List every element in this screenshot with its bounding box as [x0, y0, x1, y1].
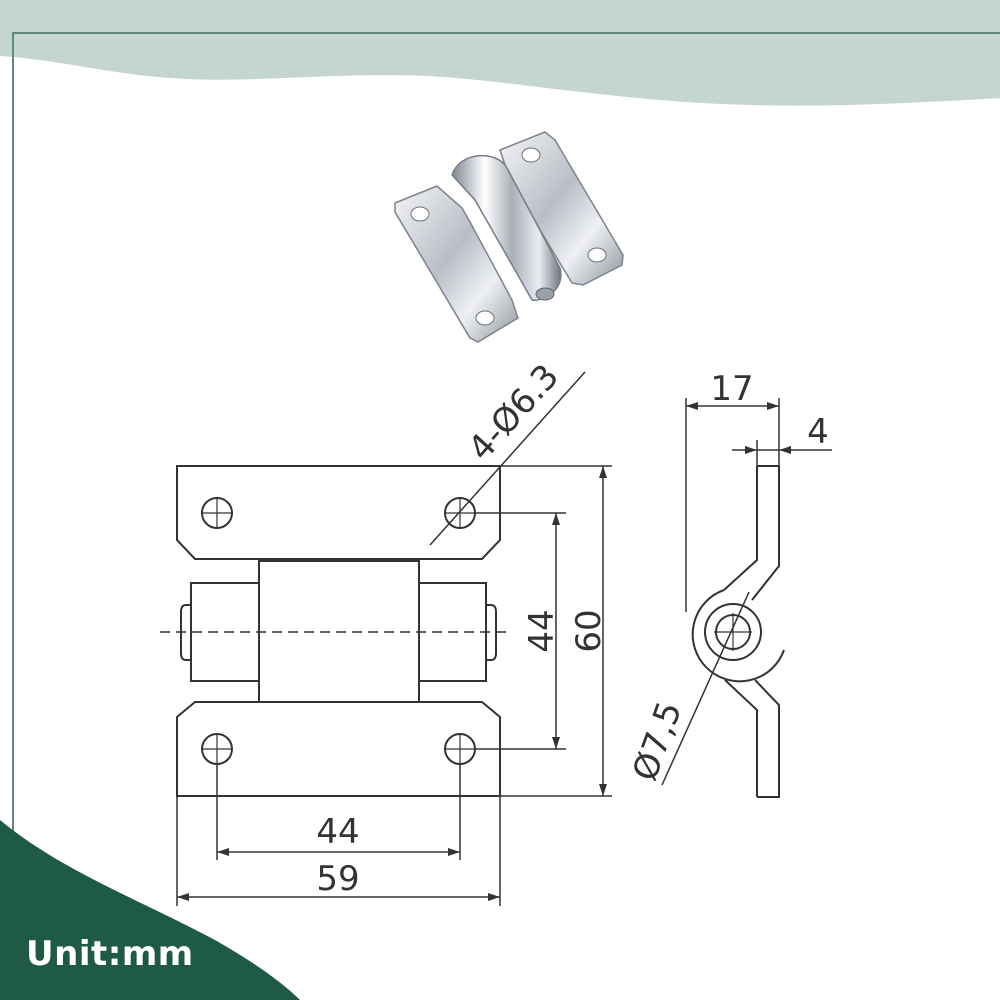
corner-dark-shape [0, 820, 300, 1000]
pin-dia-leader [661, 591, 750, 786]
pin-diameter-label: Ø7,5 [625, 696, 690, 786]
arrowhead [767, 402, 779, 410]
dim-label-59: 59 [316, 859, 359, 899]
hinge-photo-hole [475, 310, 495, 326]
hinge-photo-left-leaf [394, 185, 519, 343]
dim-label-60: 60 [569, 609, 609, 652]
side-view [691, 465, 785, 798]
hinge-product-photo [394, 131, 624, 343]
hinge-photo-hole [521, 147, 541, 163]
dimension-arrows [177, 402, 791, 901]
arrowhead [217, 848, 229, 856]
frame-border [12, 32, 1000, 1000]
header-wave-band [0, 0, 1000, 106]
arrowhead [488, 893, 500, 901]
hinge-photo-hole [410, 206, 430, 222]
side-top-leaf [723, 465, 780, 601]
dim-label-4: 4 [807, 412, 829, 452]
arrowhead [599, 784, 607, 796]
dim-label-17: 17 [710, 369, 753, 409]
arrowhead [552, 737, 560, 749]
arrowhead [177, 893, 189, 901]
arrowhead [779, 446, 791, 454]
dim-label-44-vertical: 44 [522, 609, 562, 652]
hinge-photo-hole [587, 247, 607, 263]
side-knuckle-outer [691, 589, 785, 683]
arrowhead [552, 513, 560, 525]
front-view [160, 465, 512, 797]
hinge-photo-barrel [451, 154, 562, 301]
hole-callout-leader [429, 371, 586, 546]
side-pin-ring [704, 603, 762, 661]
arrowhead [745, 446, 757, 454]
arrowhead [448, 848, 460, 856]
dim-label-44-horizontal: 44 [316, 812, 359, 852]
arrowhead [686, 402, 698, 410]
side-bottom-leaf [724, 679, 780, 798]
arrowhead [599, 466, 607, 478]
unit-label: Unit:mm [26, 934, 194, 974]
hinge-photo-pin-end [535, 287, 555, 301]
